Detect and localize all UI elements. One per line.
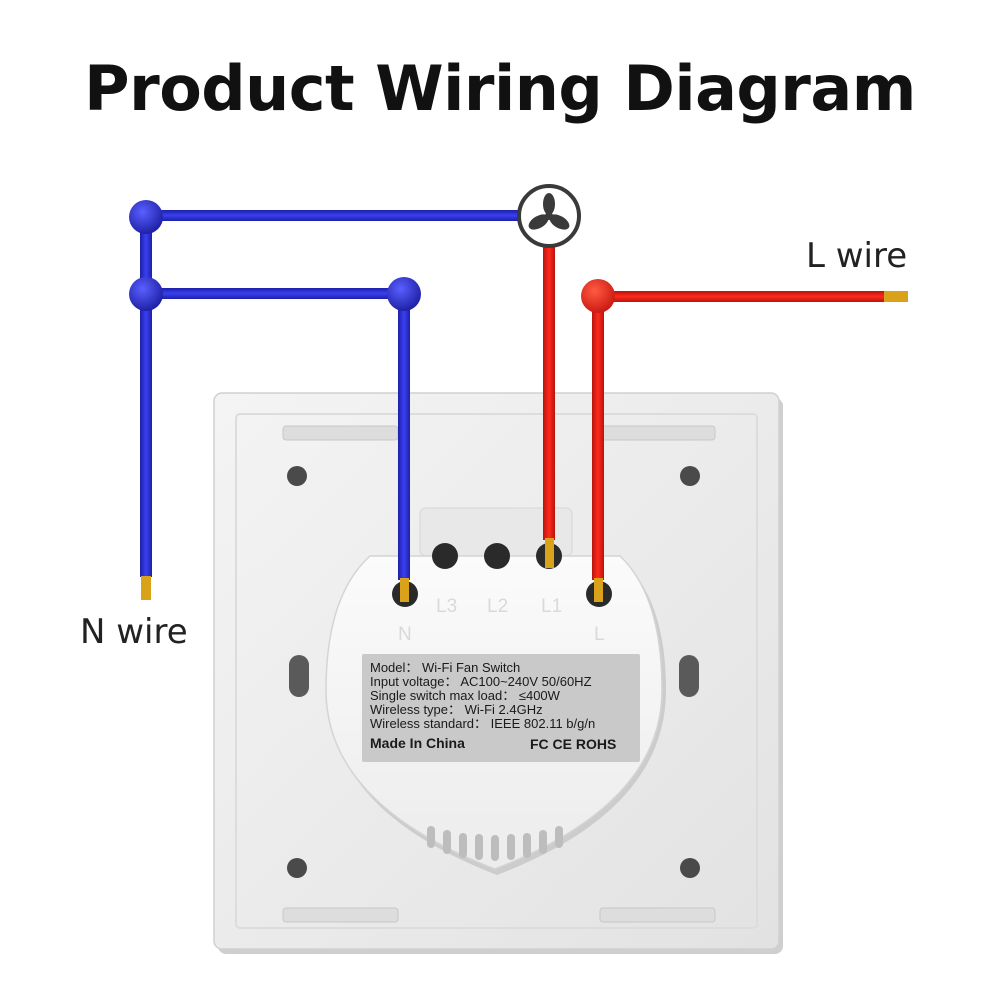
live-wire-copper-tip [884,291,908,302]
neutral-junction [387,277,421,311]
side-hole [679,655,699,697]
mounting-slot [282,907,399,923]
spec-label: Model： Wi-Fi Fan Switch Input voltage： A… [362,654,640,762]
terminal-label-l1: L1 [541,596,562,617]
neutral-wires [129,200,521,602]
terminal-label-n: N [398,624,412,645]
neutral-junction [129,200,163,234]
fan-wire-to-l1 [543,240,555,540]
mounting-slot [282,425,399,441]
terminal-label-l: L [594,624,605,645]
terminal-l2 [484,543,510,569]
spec-model: Model： Wi-Fi Fan Switch [370,660,520,675]
l-terminal-copper [594,578,603,602]
spec-max-load: Single switch max load： ≤400W [370,688,561,703]
neutral-terminal-copper [400,578,409,602]
terminal-label-l2: L2 [487,596,508,617]
spec-made-in: Made In China [370,735,465,751]
live-wire-to-terminal [592,296,604,580]
fan-icon [517,184,581,248]
n-wire-label: N wire [80,612,188,652]
l1-terminal-copper [545,538,554,568]
screw-hole [287,858,307,878]
neutral-junction [129,277,163,311]
live-junction [581,279,615,313]
live-wire-input [598,291,888,302]
neutral-wire-middle [146,288,404,299]
page-title: Product Wiring Diagram [84,52,916,125]
neutral-wire-to-terminal [398,290,410,580]
terminal-label-l3: L3 [436,596,457,617]
spec-certifications: FC CE ROHS [530,736,616,752]
screw-hole [287,466,307,486]
spec-input-voltage: Input voltage： AC100~240V 50/60HZ [370,674,592,689]
side-hole [289,655,309,697]
screw-hole [680,466,700,486]
neutral-wire-copper-tip [141,576,151,600]
neutral-wire-top [141,210,521,221]
l-wire-label: L wire [806,236,908,276]
live-wires [543,240,908,602]
mounting-slot [599,425,716,441]
spec-wireless-type: Wireless type： Wi-Fi 2.4GHz [370,702,543,717]
mounting-slot [599,907,716,923]
terminal-l3 [432,543,458,569]
screw-hole [680,858,700,878]
spec-wireless-standard: Wireless standard： IEEE 802.11 b/g/n [370,716,595,731]
neutral-wire-main [140,217,152,577]
